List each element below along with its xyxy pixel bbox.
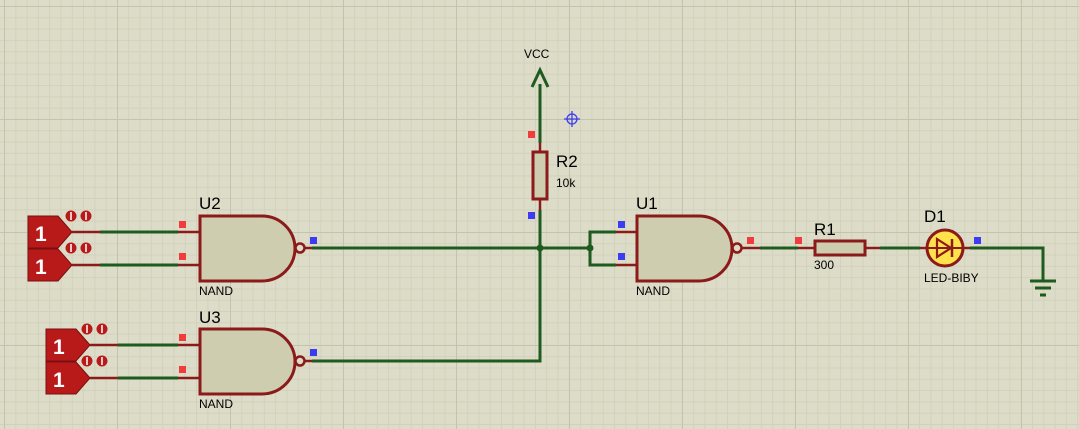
component-type: NAND [199,397,233,411]
logic-state-input[interactable]: 1 [45,355,118,395]
logic-toggle-icon[interactable] [65,242,92,254]
wire-d1-to-ground[interactable] [970,246,1045,280]
logic-toggle-icon[interactable] [81,355,108,367]
component-type: NAND [199,284,233,298]
logic-toggle-icon[interactable] [65,210,92,222]
wire-u3-out-to-node[interactable] [312,248,542,363]
component-type: NAND [636,284,670,298]
resistor-r1[interactable]: R1 300 [795,220,880,272]
nand-gate-u1[interactable]: U1 NAND [616,194,760,298]
component-ref: U3 [199,308,221,327]
pin-marker [179,253,186,260]
diode-icon [928,236,962,260]
pin-marker [179,334,186,341]
logic-state-input[interactable]: 1 [27,210,100,249]
component-ref: D1 [924,207,946,226]
ground-icon[interactable] [1030,279,1056,297]
pin-marker [528,131,535,138]
junction-dot-left [536,244,544,252]
component-ref: U1 [636,194,658,213]
pin-marker [618,221,625,228]
pin-marker [179,221,186,228]
pin-marker [974,237,981,244]
component-value: 10k [556,176,576,190]
logic-state-value: 1 [53,336,65,359]
pin-marker [310,237,317,244]
crosshair-cursor-icon [564,111,580,127]
pin-marker [310,349,317,356]
logic-toggle-icon[interactable] [81,323,108,335]
pin-marker [618,253,625,260]
logic-state-value: 1 [53,369,65,392]
pin-marker [528,212,535,219]
component-ref: U2 [199,194,221,213]
resistor-r2[interactable]: R2 10k [528,131,578,219]
nand-gate-u2[interactable]: U2 NAND [178,194,317,298]
vcc-terminal[interactable]: VCC [524,47,550,88]
nand-gate-u3[interactable]: U3 NAND [178,308,317,411]
inverter-bubble [294,242,306,254]
led-d1[interactable]: D1 LED-BIBY [920,207,981,285]
inverter-bubble [294,355,306,367]
component-value: LED-BIBY [924,271,979,285]
logic-state-input[interactable]: 1 [27,242,100,282]
power-label: VCC [524,47,550,61]
pin-marker [179,366,186,373]
pin-marker [747,237,754,244]
logic-state-input[interactable]: 1 [45,323,118,362]
logic-state-value: 1 [35,256,47,279]
arrow-up-icon [530,66,550,88]
logic-state-value: 1 [35,223,47,246]
wire-u1-inputs-tied[interactable] [588,230,616,267]
component-value: 300 [814,258,834,272]
junction-dot-right [586,244,594,252]
component-ref: R2 [556,152,578,171]
pin-marker [795,237,802,244]
inverter-bubble [731,242,743,254]
component-ref: R1 [814,220,836,239]
wires [100,84,1045,380]
